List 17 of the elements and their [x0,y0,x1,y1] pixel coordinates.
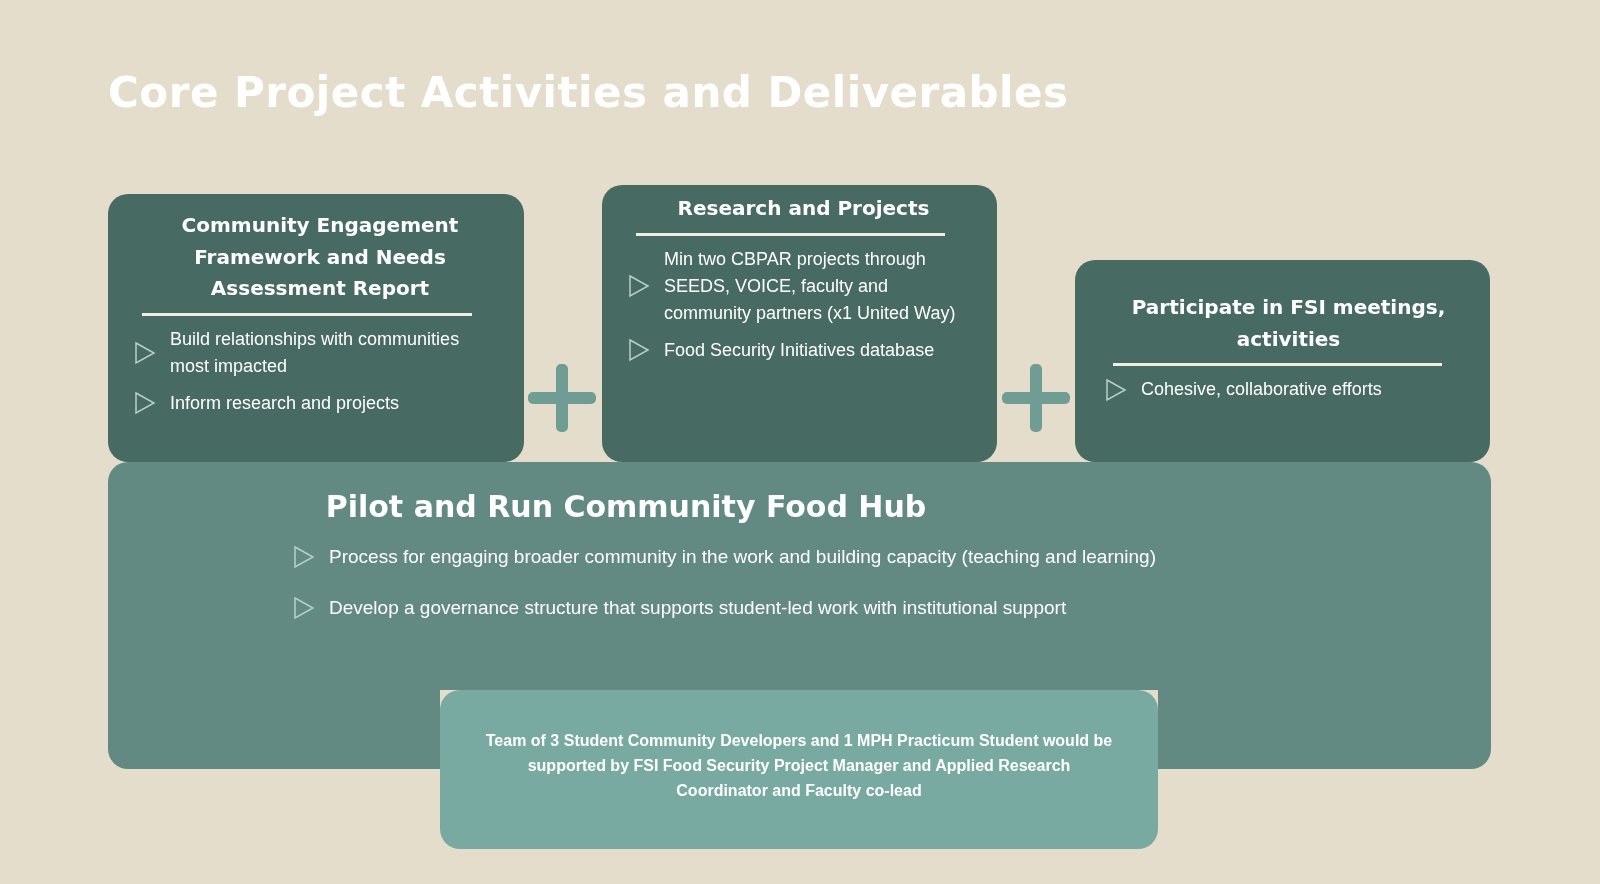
activity-card [1075,260,1490,462]
bullet-text: Food Security Initiatives database [664,338,935,362]
bullet-text: Inform research and projects [170,391,400,415]
bullet-text: Build relationships with communities most impacted [170,327,461,378]
activity-card [602,185,997,462]
note-text: Team of 3 Student Community Developers and 1 MPH Practicum Student would be supported by FSI Food Security Project Manager and Applied Research Coordinator and Faculty co-lead [484,731,1114,801]
bullet-text: Cohesive, collaborative efforts [1141,378,1382,401]
team-note-box [440,690,1158,849]
card-heading: Research and Projects [676,195,931,222]
bullet-text: Min two CBPAR projects through SEEDS, VOICE, faculty and community partners (x1 United Way) [664,247,957,325]
activity-card [108,194,524,462]
bullet-text: Develop a governance structure that supports student-led work with institutional support [329,596,1067,620]
bullet-text: Process for engaging broader community in the work and building capacity (teaching and learning) [329,545,1156,569]
card-heading: Participate in FSI meetings, activities [1130,294,1447,353]
card-heading: Community Engagement Framework and Needs Assessment Report [180,212,460,302]
card-heading: Pilot and Run Community Food Hub [324,488,928,526]
hub-panel [108,462,1491,690]
